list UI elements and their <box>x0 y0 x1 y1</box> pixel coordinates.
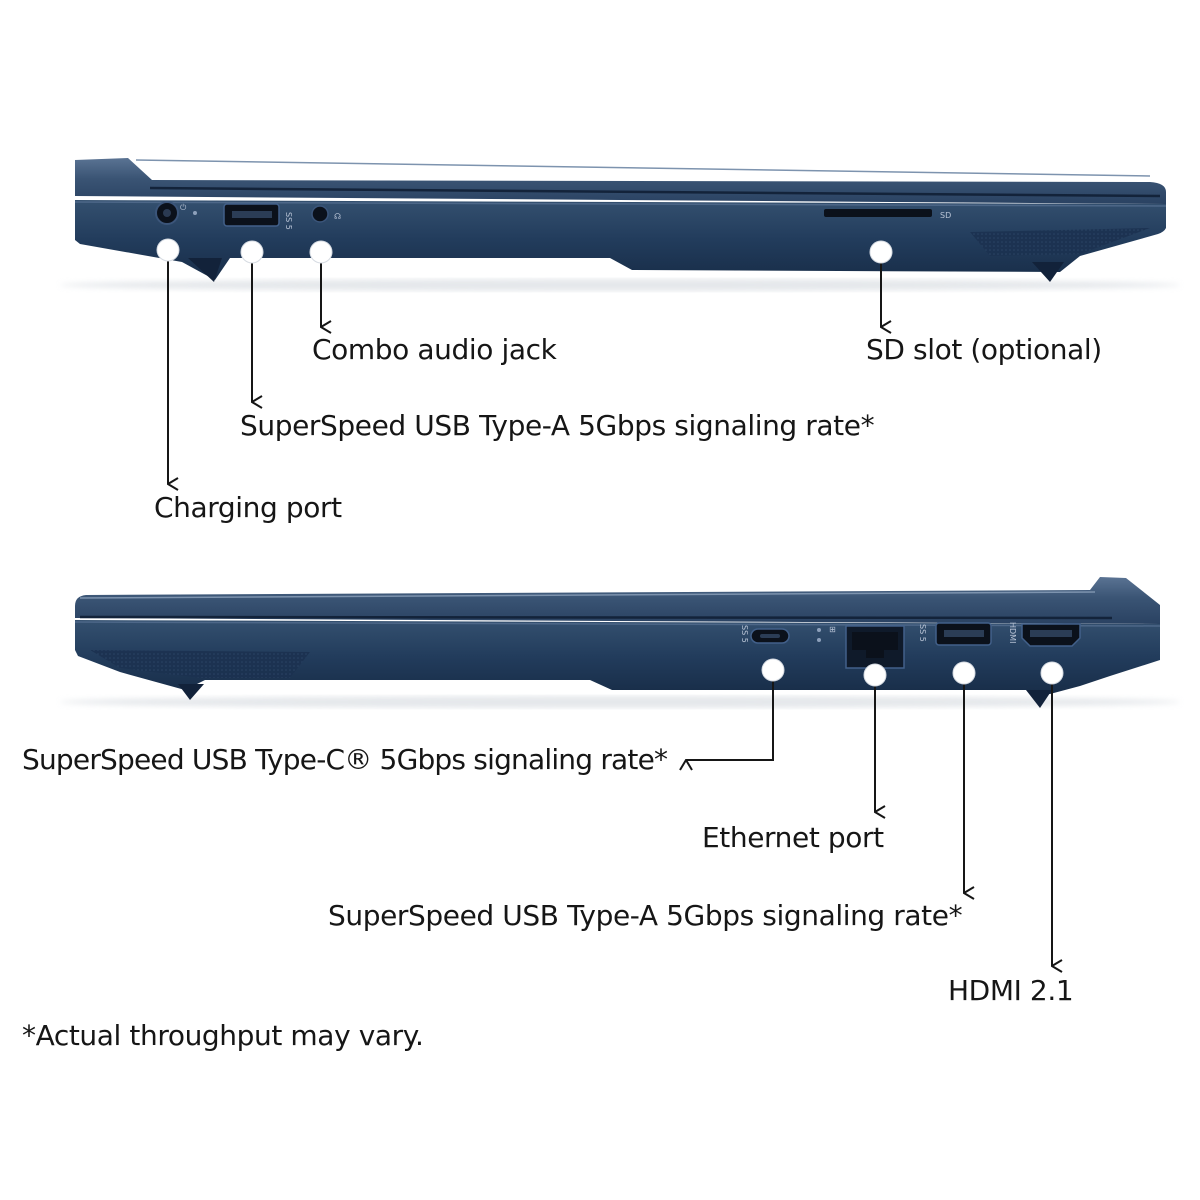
callout-dot-usb-c <box>761 658 785 682</box>
sd-mark: SD <box>940 211 951 220</box>
sd-slot-port <box>824 209 932 217</box>
charging-mark-icon: ⏻ <box>180 203 187 212</box>
laptop-right-side: SS 5 ⊞ SS 5 HDMI <box>60 577 1180 708</box>
callout-dot-ethernet <box>863 663 887 687</box>
laptop-left-side: ⏻ SS 5 ☊ SD <box>60 158 1180 291</box>
footnote: *Actual throughput may vary. <box>22 1019 424 1052</box>
svg-text:HDMI: HDMI <box>1008 622 1017 643</box>
right-side-callouts <box>686 658 1064 966</box>
label-usb-c: SuperSpeed USB Type-C® 5Gbps signaling r… <box>22 743 668 776</box>
callout-dot-usb-a-right <box>952 661 976 685</box>
callout-dot-charging <box>156 238 180 262</box>
left-side-base <box>75 200 1166 280</box>
svg-text:SS 5: SS 5 <box>918 624 927 642</box>
svg-text:⊞: ⊞ <box>828 626 837 633</box>
callout-dot-hdmi <box>1040 661 1064 685</box>
label-sd-slot: SD slot (optional) <box>866 333 1102 366</box>
label-usb-a-left: SuperSpeed USB Type-A 5Gbps signaling ra… <box>240 409 875 442</box>
callout-dot-audio <box>309 240 333 264</box>
headset-mark-icon: ☊ <box>334 212 341 221</box>
svg-text:SS 5: SS 5 <box>284 212 293 230</box>
label-charging-port: Charging port <box>154 491 342 524</box>
label-hdmi: HDMI 2.1 <box>948 974 1074 1007</box>
callout-dot-sd <box>869 240 893 264</box>
callout-line-usb-c <box>686 670 774 760</box>
label-combo-audio-jack: Combo audio jack <box>312 333 557 366</box>
left-side-callouts <box>156 238 893 484</box>
right-side-lid <box>75 577 1160 624</box>
callout-dot-usb-a-left <box>240 240 264 264</box>
label-ethernet-port: Ethernet port <box>702 821 884 854</box>
label-usb-a-right: SuperSpeed USB Type-A 5Gbps signaling ra… <box>328 899 963 932</box>
left-side-lid <box>75 158 1166 204</box>
svg-text:SS 5: SS 5 <box>740 625 749 643</box>
audio-jack-port <box>311 205 329 223</box>
